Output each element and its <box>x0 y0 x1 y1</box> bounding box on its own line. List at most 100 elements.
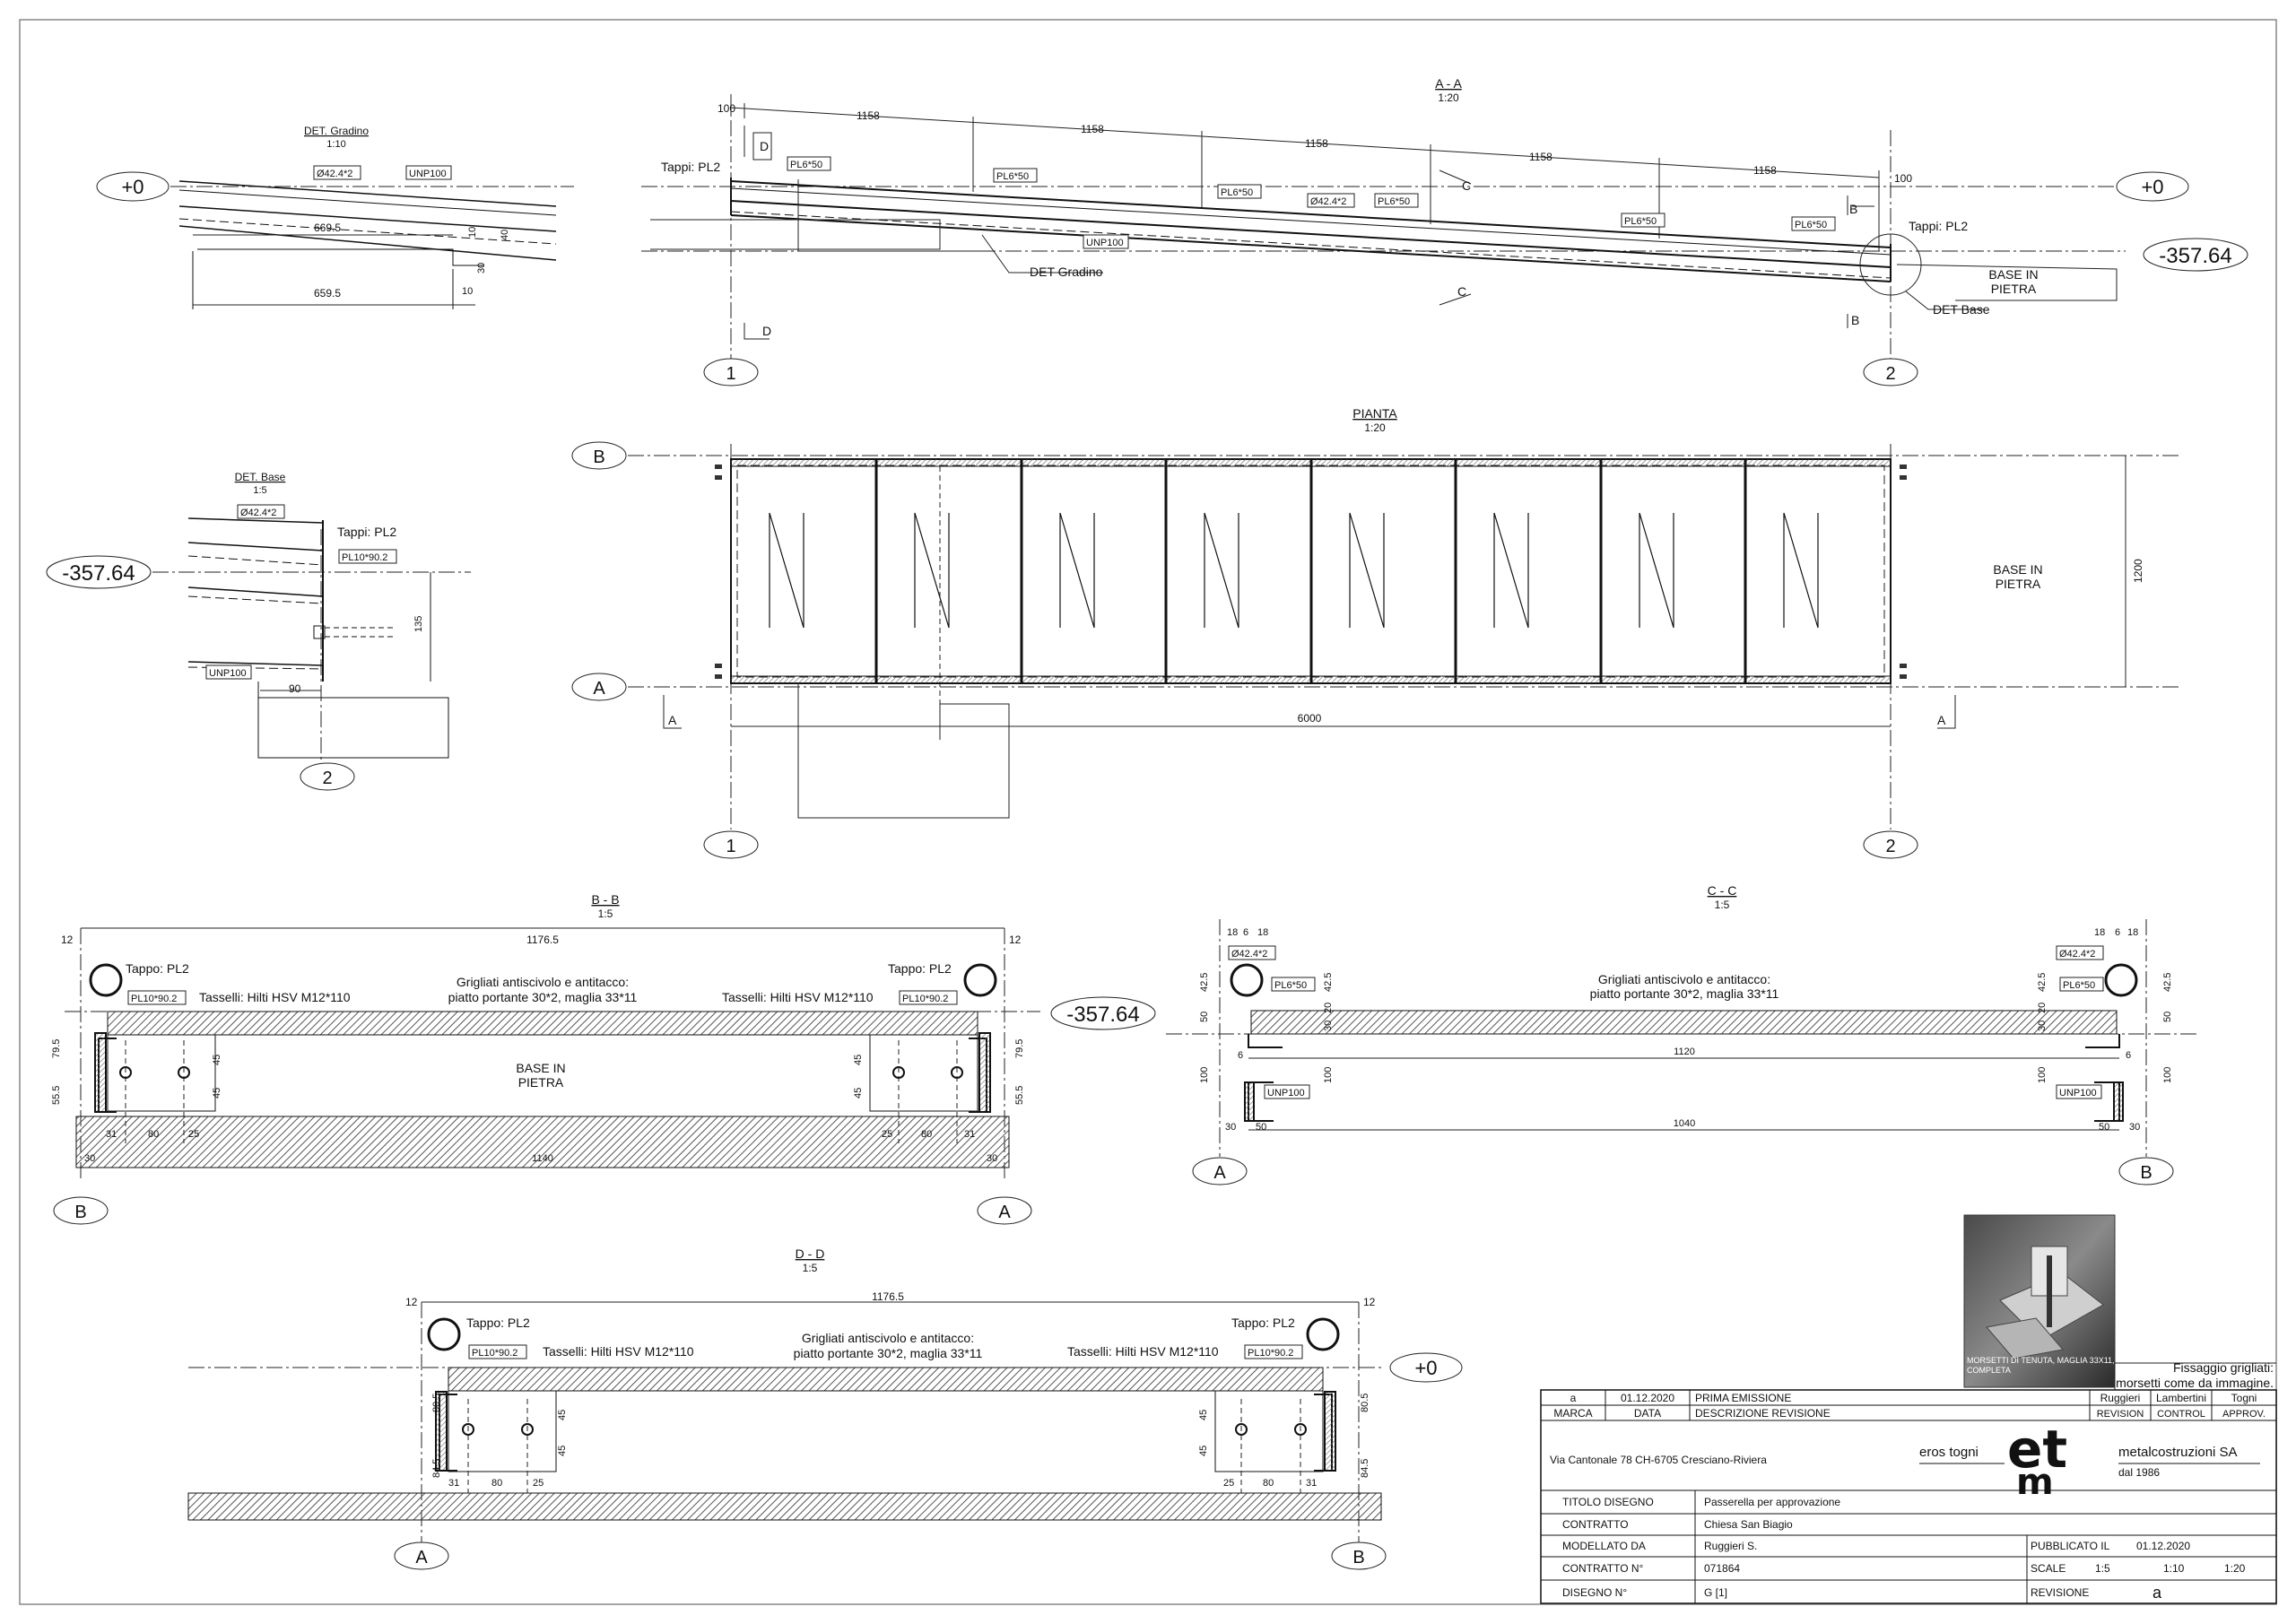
dim-31-bb-r: 31 <box>964 1129 975 1140</box>
dim-45-bb-2: 45 <box>212 1088 222 1099</box>
row-title-value: Passerella per approvazione <box>1704 1496 1840 1508</box>
dim-55-bb-right: 55.5 <box>1014 1086 1025 1105</box>
dim-42-cc-l2: 42.5 <box>1323 973 1334 992</box>
dim-25-bb-r: 25 <box>882 1129 892 1140</box>
label-base-bb-1: BASE IN <box>516 1061 565 1075</box>
dim-45-dd-4: 45 <box>1198 1446 1209 1456</box>
section-b-top: B <box>1849 202 1857 216</box>
hdr-p3: APPROV. <box>2222 1409 2266 1420</box>
label-unp-detbase: UNP100 <box>209 668 247 679</box>
label-tasselli-dd-l: Tasselli: Hilti HSV M12*110 <box>543 1344 694 1359</box>
view-det-base: DET. Base 1:5 -357.64 Ø42.4*2 Tappi: PL2… <box>46 471 471 791</box>
level-base-bb: -357.64 <box>1066 1003 1139 1027</box>
dim-79-bb-left: 79.5 <box>51 1039 62 1058</box>
axis-2-aa: 2 <box>1885 364 1895 384</box>
label-pl6-2: PL6*50 <box>996 171 1029 182</box>
label-grig-cc-1: Grigliati antiscivolo e antitacco: <box>1598 972 1770 986</box>
hdr-date: DATA <box>1634 1407 1661 1420</box>
view-section-dd: D - D 1:5 12 1176.5 12 Tappo: PL2 Tappo:… <box>187 1246 1463 1570</box>
dim-45-dd-1: 45 <box>557 1410 568 1420</box>
dim-30-bb-l: 30 <box>84 1153 95 1164</box>
dim-80-dd-r: 80.5 <box>1360 1394 1370 1412</box>
label-unp-gradino: UNP100 <box>409 169 447 179</box>
photo-caption-1: MORSETTI DI TENUTA, MAGLIA 33X11, <box>1967 1356 2115 1365</box>
label-tasselli-bb-left: Tasselli: Hilti HSV M12*110 <box>199 990 351 1004</box>
rev-desc: PRIMA EMISSIONE <box>1695 1392 1791 1404</box>
label-base-bb-2: PIETRA <box>518 1075 564 1090</box>
dim-80-bb-l: 80 <box>148 1129 159 1140</box>
label-det-base-ref: DET Base <box>1933 302 1990 317</box>
dim-50-cc-bl: 50 <box>1256 1122 1266 1133</box>
label-tube-cc-l: Ø42.4*2 <box>1231 949 1267 960</box>
dim-30-cc-br: 30 <box>2129 1122 2140 1133</box>
axis-2-detbase: 2 <box>322 769 332 788</box>
section-d-top: D <box>760 139 769 153</box>
det-base-title: DET. Base <box>235 471 286 483</box>
dim-6000-pianta: 6000 <box>1298 712 1322 725</box>
label-pl6-cc-l: PL6*50 <box>1274 980 1307 991</box>
det-gradino-scale: 1:10 <box>326 139 345 150</box>
label-pl10-bb-right: PL10*90.2 <box>902 994 948 1004</box>
label-pl10-detbase: PL10*90.2 <box>342 552 387 563</box>
rev-mark: a <box>1570 1392 1577 1404</box>
level-zero-dd: +0 <box>1414 1357 1437 1379</box>
dim-45-bb-4: 45 <box>853 1088 864 1099</box>
rev-p2: Lambertini <box>2156 1392 2206 1404</box>
revision-label: REVISIONE <box>2031 1586 2089 1599</box>
photo-note-2: morsetti come da immagine. <box>2116 1376 2274 1390</box>
pianta-title: PIANTA <box>1352 406 1397 421</box>
label-tube-gradino: Ø42.4*2 <box>317 169 352 179</box>
dim-1200-pianta: 1200 <box>2132 559 2144 583</box>
label-tappi-left: Tappi: PL2 <box>661 160 720 174</box>
row-modeled-value: Ruggieri S. <box>1704 1540 1757 1552</box>
dim-55-bb-left: 55.5 <box>51 1086 62 1105</box>
dim-12-dd-r: 12 <box>1363 1296 1376 1308</box>
row-modeled-label: MODELLATO DA <box>1562 1540 1646 1552</box>
dim-20-cc-r: 20 <box>2037 1003 2048 1013</box>
row-contract-value: Chiesa San Biagio <box>1704 1518 1793 1531</box>
dim-25-bb-l: 25 <box>188 1129 199 1140</box>
dim-6-cc-l1: 6 <box>1243 927 1248 938</box>
row-contract-no-label: CONTRATTO N° <box>1562 1562 1644 1575</box>
dim-45-bb-3: 45 <box>853 1055 864 1065</box>
section-a-right: A <box>1937 713 1946 727</box>
label-det-gradino-ref: DET Gradino <box>1030 265 1103 279</box>
dim-30-bb-r: 30 <box>987 1153 997 1164</box>
label-unp-aa: UNP100 <box>1086 238 1124 248</box>
view-section-cc: C - C 1:5 Ø42.4*2 PL6*50 UNP100 Ø42.4*2 … <box>1166 883 2197 1185</box>
scale-label: SCALE <box>2031 1562 2066 1575</box>
dim-1158-5: 1158 <box>1753 164 1777 177</box>
row-contract-no-value: 071864 <box>1704 1562 1740 1575</box>
dim-80-bb-r: 80 <box>921 1129 932 1140</box>
dim-50-cc-r: 50 <box>2162 1012 2173 1022</box>
dim-42-cc-r: 42.5 <box>2162 973 2173 992</box>
axis-b-bb: B <box>74 1203 86 1222</box>
label-base-aa-1: BASE IN <box>1988 267 2038 282</box>
det-gradino-title: DET. Gradino <box>304 125 369 137</box>
pianta-scale: 1:20 <box>1364 421 1386 434</box>
photo-clamp: MORSETTI DI TENUTA, MAGLIA 33X11, COMPLE… <box>1963 1214 2276 1390</box>
dim-100-cc-l2: 100 <box>1323 1067 1334 1083</box>
dim-18-cc-r2: 18 <box>2127 927 2138 938</box>
axis-a-cc: A <box>1213 1163 1226 1183</box>
title-block: a 01.12.2020 PRIMA EMISSIONE Ruggieri La… <box>1540 1389 2277 1604</box>
axis-a-pianta: A <box>593 679 605 699</box>
dim-100-left: 100 <box>718 102 735 115</box>
label-pl10-dd-l: PL10*90.2 <box>472 1348 517 1359</box>
label-grig-cc-2: piatto portante 30*2, maglia 33*11 <box>1590 986 1779 1001</box>
dim-30-cc-r: 30 <box>2037 1020 2048 1031</box>
view-aa-title: A - A <box>1435 76 1462 91</box>
axis-a-bb: A <box>998 1203 1011 1222</box>
dim-80-dd-l: 80.5 <box>431 1394 442 1412</box>
label-grig-dd-2: piatto portante 30*2, maglia 33*11 <box>794 1346 983 1360</box>
dim-12-bb-left: 12 <box>61 934 74 946</box>
axis-2-pianta: 2 <box>1885 837 1895 856</box>
label-grig-dd-1: Grigliati antiscivolo e antitacco: <box>802 1331 974 1345</box>
bb-title: B - B <box>591 892 619 907</box>
label-tasselli-bb-right: Tasselli: Hilti HSV M12*110 <box>722 990 874 1004</box>
dim-1040-cc: 1040 <box>1674 1118 1695 1129</box>
section-a-left: A <box>668 713 677 727</box>
cc-title: C - C <box>1708 883 1737 898</box>
view-section-aa: A - A 1:20 100 1158 1158 1158 1158 1158 … <box>641 76 2248 386</box>
